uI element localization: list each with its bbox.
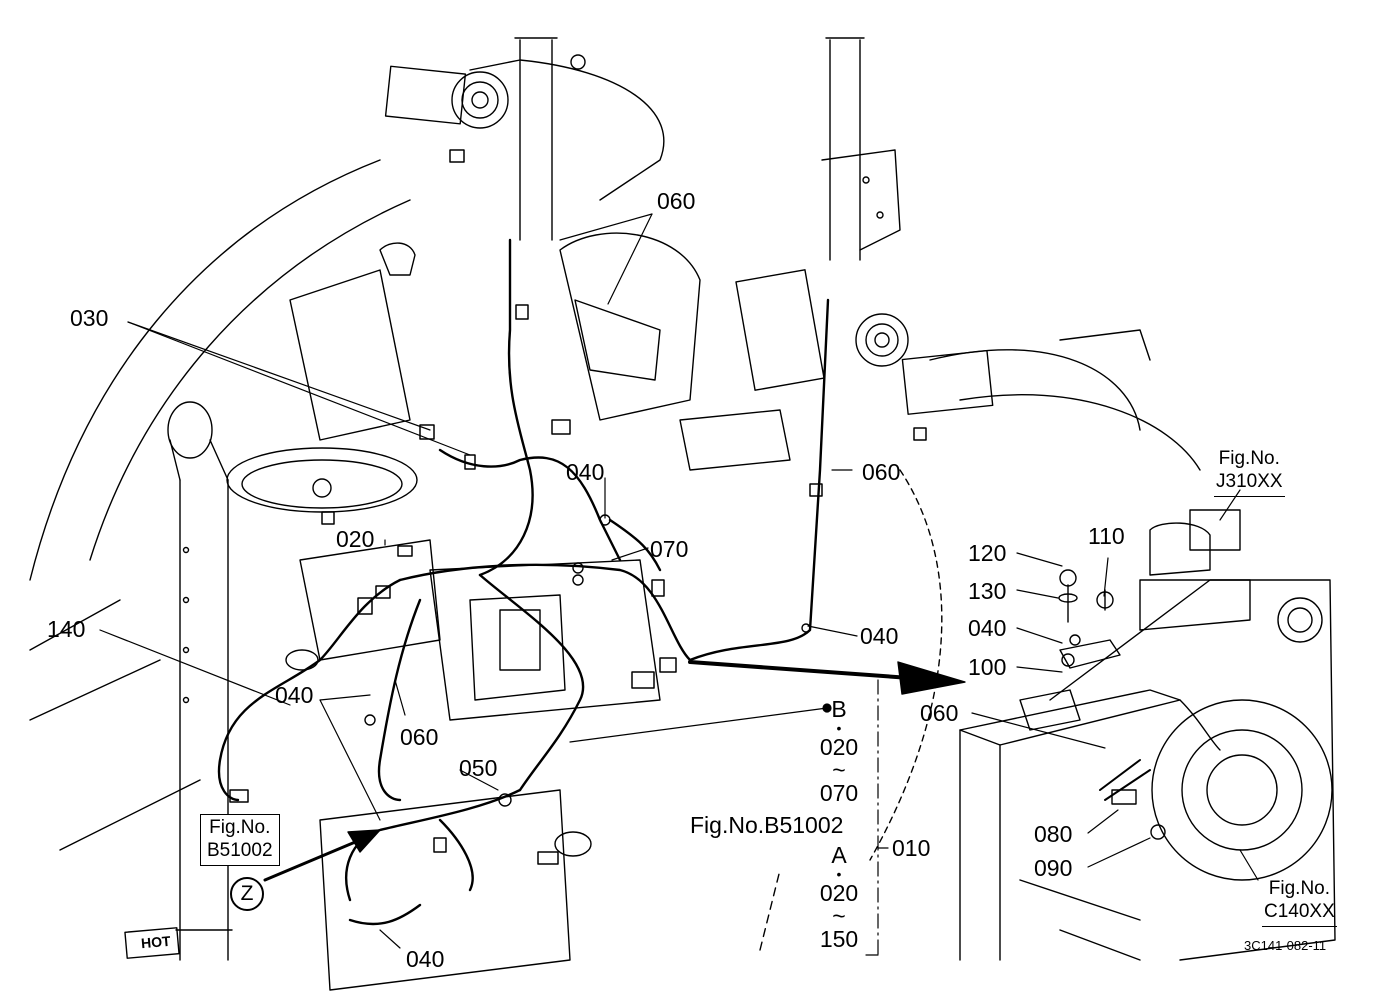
- callout-110: 110: [1088, 523, 1125, 549]
- fig-ref-b51002-inline: Fig.No.B51002: [690, 812, 844, 838]
- callout-120: 120: [968, 540, 1007, 566]
- connectors: [229, 149, 927, 865]
- callout-030: 030: [70, 305, 109, 331]
- callout-020: 020: [336, 526, 375, 552]
- inset-housing: [959, 509, 1336, 961]
- fig-ref-j310xx: Fig.No. J310XX: [1214, 448, 1285, 497]
- view-arrows: [263, 660, 966, 882]
- seat-outline: [559, 232, 701, 421]
- callout-040-bottom: 040: [406, 946, 445, 972]
- range-dot: •: [836, 866, 842, 882]
- callout-060-right: 060: [862, 459, 901, 485]
- range-bracket: [865, 679, 889, 956]
- hot-plate: [124, 927, 180, 959]
- fig-ref-c140xx: Fig.No. C140XX: [1262, 878, 1337, 927]
- callout-140: 140: [47, 616, 86, 642]
- callout-040-inset: 040: [968, 615, 1007, 641]
- fender-outline: [29, 59, 1201, 951]
- steering-wheel: [226, 447, 418, 513]
- callout-050: 050: [459, 755, 498, 781]
- fig-ref-code: J310XX: [1214, 471, 1285, 497]
- callout-040-left: 040: [275, 682, 314, 708]
- callout-090: 090: [1034, 855, 1073, 881]
- rops-posts: [514, 37, 901, 261]
- range-a: A • 020 ~ 150: [808, 843, 870, 951]
- callout-040-mid: 040: [566, 459, 605, 485]
- drawing-code: 3C141-082-11: [1244, 938, 1327, 953]
- clamps: [285, 514, 811, 807]
- engine-block: [289, 242, 791, 991]
- callout-100: 100: [968, 654, 1007, 680]
- callout-010: 010: [892, 835, 931, 861]
- range-to: 150: [819, 926, 859, 952]
- callout-080: 080: [1034, 821, 1073, 847]
- fig-ref-label: Fig.No.: [1218, 448, 1280, 469]
- range-from: 020: [819, 734, 859, 760]
- range-b: B • 020 ~ 070: [808, 697, 870, 805]
- fig-ref-label: Fig.No.: [209, 817, 271, 838]
- range-letter: A: [831, 842, 847, 868]
- callout-040-right: 040: [860, 623, 899, 649]
- callout-060-top: 060: [657, 188, 696, 214]
- range-to: 070: [819, 780, 859, 806]
- fig-ref-code: B51002: [207, 839, 273, 861]
- range-letter: B: [831, 696, 847, 722]
- range-tilde: ~: [832, 903, 846, 929]
- range-from: 020: [819, 880, 859, 906]
- lamp-assemblies: [384, 65, 994, 415]
- fig-ref-label: Fig.No.: [1268, 878, 1331, 899]
- range-tilde: ~: [832, 757, 846, 783]
- inset-leader-lines: [971, 489, 1259, 881]
- leader-lines: [99, 213, 858, 949]
- callout-060-inset: 060: [920, 700, 959, 726]
- view-marker-z: Z: [230, 877, 264, 911]
- callout-070: 070: [650, 536, 689, 562]
- fig-ref-b51002-box: Fig.No. B51002: [200, 814, 280, 866]
- callout-130: 130: [968, 578, 1007, 604]
- range-dot: •: [836, 720, 842, 736]
- fig-ref-code: C140XX: [1262, 901, 1337, 927]
- exhaust-pipe: [167, 401, 233, 961]
- callout-060-low: 060: [400, 724, 439, 750]
- hot-label: HOT: [140, 932, 172, 952]
